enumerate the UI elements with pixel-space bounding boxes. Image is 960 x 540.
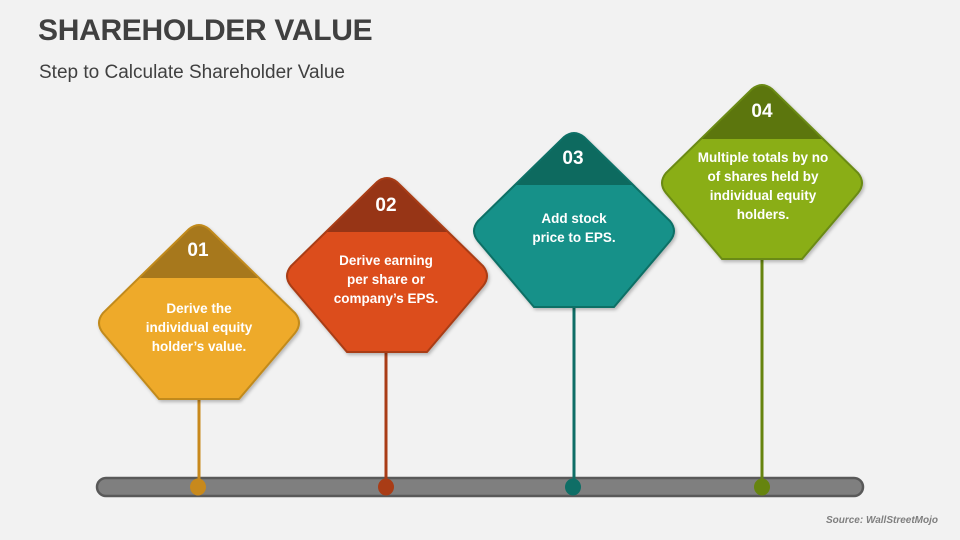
step-3-number: 03 <box>562 148 584 169</box>
timeline-bar <box>95 476 865 498</box>
step-4-timeline-dot <box>754 478 770 496</box>
step-1-number: 01 <box>187 240 209 261</box>
step-2-description: Derive earning per share or company’s EP… <box>333 253 439 306</box>
step-1-description: Derive the individual equity holder’s va… <box>145 301 253 354</box>
step-2-timeline-dot <box>378 478 394 496</box>
step-4-number: 04 <box>751 101 773 122</box>
page-subtitle: Step to Calculate Shareholder Value <box>39 62 345 83</box>
step-4-description: Multiple totals by no of shares held by … <box>697 150 829 222</box>
page-title: SHAREHOLDER VALUE <box>38 14 373 47</box>
step-2-number: 02 <box>375 195 397 216</box>
step-3-timeline-dot <box>565 478 581 496</box>
source-credit: Source: WallStreetMojo <box>825 515 938 526</box>
step-4 <box>661 84 863 496</box>
step-3 <box>473 132 675 496</box>
step-3-description: Add stock price to EPS. <box>532 211 616 245</box>
step-2 <box>286 177 488 496</box>
step-1-timeline-dot <box>190 478 206 496</box>
